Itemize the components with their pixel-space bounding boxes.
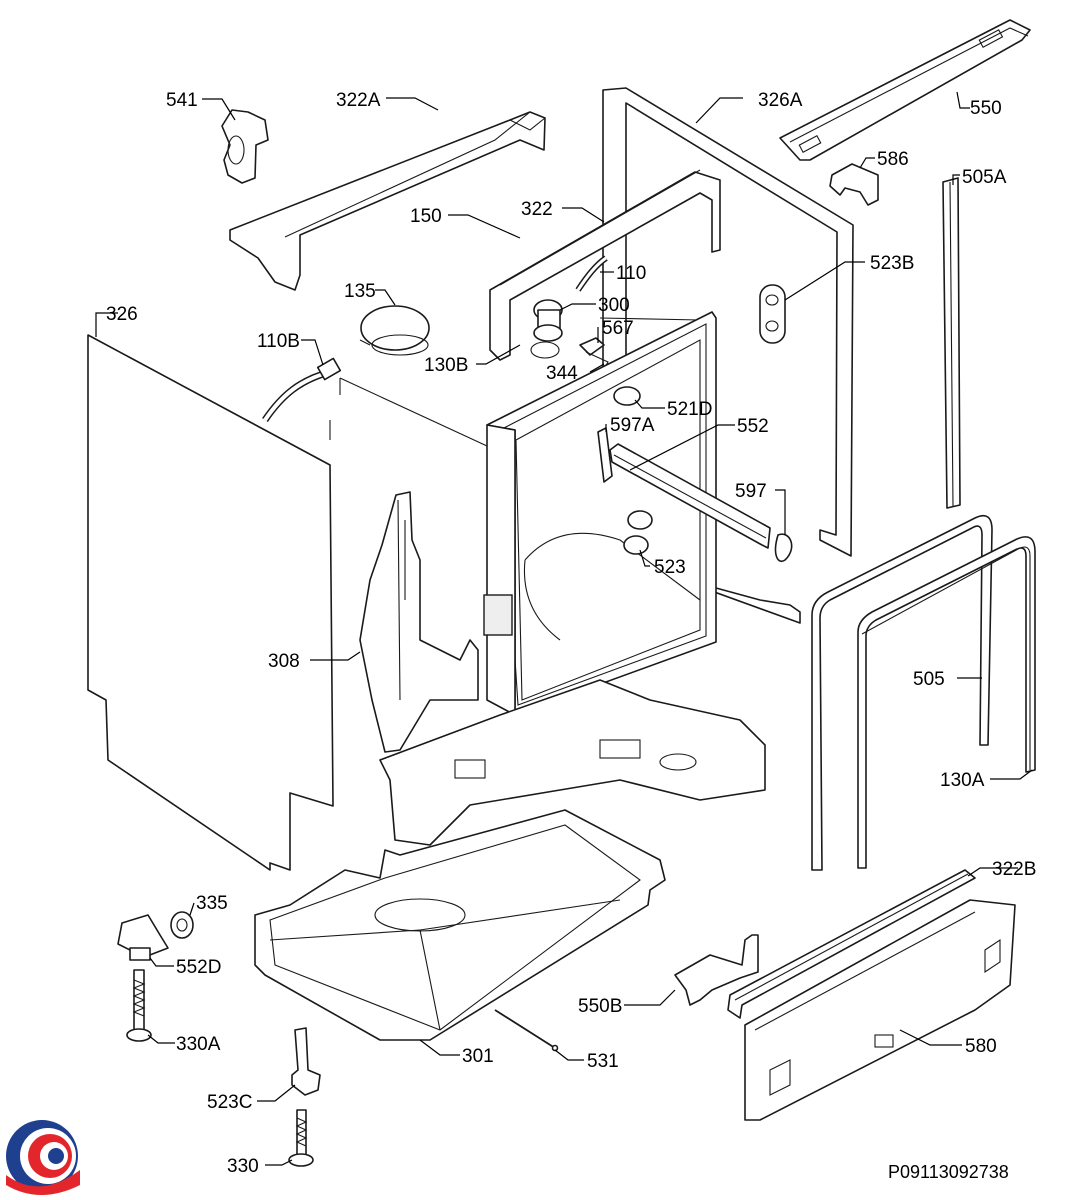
label-523c: 523C	[207, 1092, 252, 1113]
clip-597a	[597, 427, 613, 483]
seal-strip-505a	[942, 177, 961, 509]
label-552: 552	[737, 416, 769, 437]
label-326a: 326A	[758, 90, 803, 111]
grommet-523	[623, 510, 653, 555]
label-505a: 505A	[962, 167, 1007, 188]
label-567: 567	[602, 318, 634, 339]
label-505: 505	[913, 669, 945, 690]
rail-322b	[727, 869, 976, 1019]
label-322a: 322A	[336, 90, 381, 111]
rail-552	[609, 443, 771, 549]
label-110: 110	[616, 263, 646, 284]
valve-552d	[117, 914, 169, 961]
brand-logo-icon	[6, 1120, 80, 1195]
base-plate-301	[254, 809, 666, 1041]
label-531: 531	[587, 1051, 619, 1072]
tub-outline	[329, 317, 701, 453]
label-326: 326	[106, 304, 138, 325]
door-seal-505	[811, 514, 993, 871]
tub-front-frame	[483, 311, 717, 716]
label-330a: 330A	[176, 1034, 221, 1055]
top-rail-322a	[229, 111, 546, 291]
label-322b: 322B	[992, 859, 1036, 880]
label-550b: 550B	[578, 996, 622, 1017]
label-110b: 110B	[257, 331, 300, 352]
label-130a: 130A	[940, 770, 985, 791]
label-301: 301	[462, 1046, 494, 1067]
label-586: 586	[877, 149, 909, 170]
part-135	[359, 305, 430, 356]
side-panel-326	[87, 334, 334, 871]
spray-arm-support-300	[530, 299, 563, 359]
label-552d: 552D	[176, 957, 221, 978]
label-335: 335	[196, 893, 228, 914]
back-panel-326a	[602, 87, 854, 624]
label-344: 344	[546, 363, 578, 384]
label-330: 330	[227, 1156, 259, 1177]
drawing-code: P09113092738	[888, 1162, 1009, 1182]
bracket-586	[829, 163, 879, 206]
top-frame-322	[489, 169, 721, 361]
label-308: 308	[268, 651, 300, 672]
rod-531	[494, 1009, 559, 1052]
label-597: 597	[735, 481, 767, 502]
hose-110b	[262, 357, 342, 422]
clip-567	[579, 337, 605, 356]
label-523b: 523B	[870, 253, 914, 274]
clip-523c	[291, 1027, 321, 1096]
clip-597	[774, 533, 793, 562]
callout-labels: 541 322A 326A 550 586 505A 150 322 110 5…	[106, 90, 1036, 1182]
label-550: 550	[970, 98, 1002, 119]
clip-541	[221, 109, 269, 184]
gasket-521d	[613, 386, 641, 406]
label-150: 150	[410, 206, 442, 227]
screw-330	[288, 1109, 314, 1167]
label-523: 523	[654, 557, 686, 578]
grommet-523b	[759, 284, 786, 344]
door-seal-130a	[857, 536, 1036, 869]
mounting-bracket-550	[779, 19, 1031, 161]
label-322: 322	[521, 199, 553, 220]
screw-330a	[126, 969, 152, 1042]
label-541: 541	[166, 90, 198, 111]
label-300: 300	[598, 295, 630, 316]
plinth-580	[744, 899, 1016, 1121]
label-130b: 130B	[424, 355, 468, 376]
label-597a: 597A	[610, 415, 655, 436]
bracket-550b	[674, 934, 759, 1006]
nut-335	[170, 911, 194, 939]
label-580: 580	[965, 1036, 997, 1057]
label-135: 135	[344, 281, 376, 302]
side-frame-308	[359, 491, 479, 753]
tub-base-assembly	[379, 679, 766, 846]
label-521d: 521D	[667, 399, 712, 420]
leader-lines	[95, 91, 1033, 1166]
hose-110	[575, 255, 608, 292]
